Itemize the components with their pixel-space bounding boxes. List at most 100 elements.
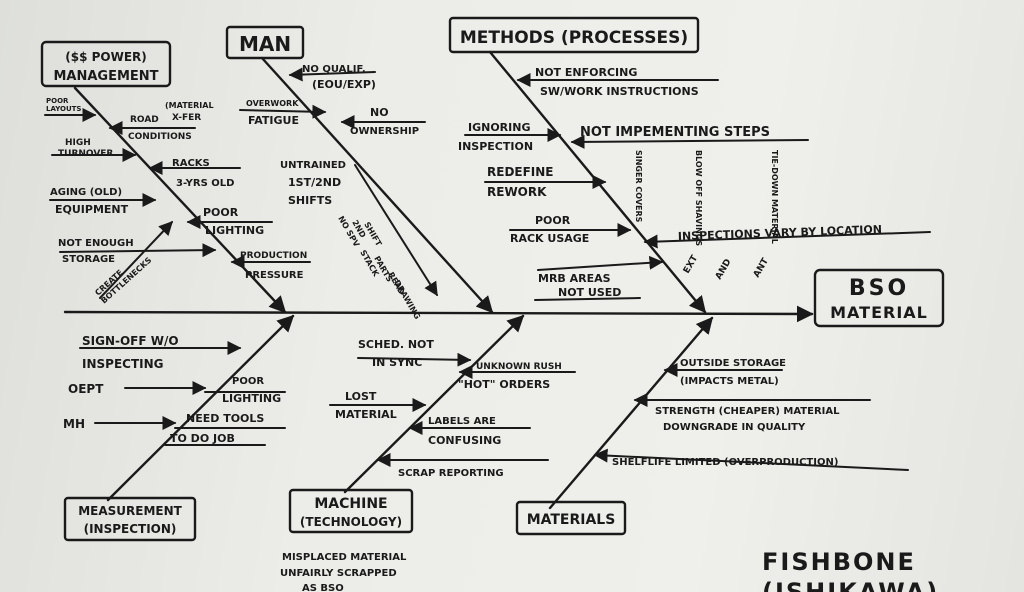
cause-untrained-l1: UNTRAINED — [280, 160, 346, 171]
arrow-overwork — [239, 104, 327, 119]
category-man: MAN — [239, 32, 291, 56]
cause-lighting-l1: POOR — [203, 206, 239, 219]
cause-lost-l1: LOST — [345, 390, 377, 403]
bone-materials — [548, 316, 714, 510]
cause-signoff-l1: SIGN-OFF W/O — [82, 334, 179, 348]
cause-shelflife: SHELFLIFE LIMITED (OVERPRODUCTION) — [612, 457, 838, 468]
cause-not-enforcing-l1: NOT ENFORCING — [535, 66, 637, 79]
effect-line2: MATERIAL — [830, 303, 928, 322]
spine-arrow — [63, 305, 814, 323]
cause-ownership-l1: NO — [370, 106, 389, 119]
cause-untrained-l2: 1ST/2ND — [288, 176, 341, 189]
arrow-not-implementing — [570, 134, 809, 149]
box-power — [40, 40, 172, 88]
arrow-mrb — [537, 255, 664, 271]
cause-labels-l1: LABELS ARE — [428, 416, 496, 427]
category-measurement-line2: (INSPECTION) — [84, 522, 177, 536]
category-machine-line1: MACHINE — [314, 496, 387, 512]
cause-redefine-l2: REWORK — [487, 185, 547, 199]
effect-line1: BSO — [849, 276, 909, 301]
cause-misplaced-l2: UNFAIRLY SCRAPPED — [280, 568, 397, 579]
cause-need-tools-l2: TO DO JOB — [170, 432, 235, 445]
category-power-line1: ($$ POWER) — [65, 50, 147, 64]
cause-no-qualif-l1: NO QUALIF. — [302, 64, 366, 75]
cause-storage-l1: NOT ENOUGH — [58, 238, 134, 249]
cause-not-enforcing-l2: SW/WORK INSTRUCTIONS — [540, 85, 699, 98]
cause-overwork-l1: OVERWORK — [246, 99, 299, 108]
cause-step-1: SINGER COVERS — [634, 150, 643, 223]
cause-aging-l2: EQUIPMENT — [55, 203, 129, 216]
cause-mh: MH — [63, 417, 85, 431]
cause-conditions: CONDITIONS — [128, 132, 192, 142]
cause-material-xfer-l2: X-FER — [172, 113, 201, 123]
caption-line2: (ISHIKAWA) — [762, 578, 939, 592]
cause-overwork-l2: FATIGUE — [248, 114, 299, 127]
cause-step-2: BLOW OFF SHAVINGS — [694, 150, 703, 246]
box-machine — [288, 488, 414, 534]
cause-need-tools-l1: NEED TOOLS — [186, 412, 264, 425]
cause-outside-l2: (IMPACTS METAL) — [680, 376, 779, 387]
cause-poor-rack-l2: RACK USAGE — [510, 232, 589, 245]
box-materials — [515, 500, 627, 536]
cause-high-turnover-l1: HIGH — [65, 138, 91, 148]
arrow-untrained — [354, 164, 438, 297]
cause-labels-l2: CONFUSING — [428, 434, 501, 447]
cause-not-implementing: NOT IMPEMENTING STEPS — [580, 125, 770, 140]
arrow-inspections-vary — [643, 231, 931, 249]
cause-mrb-l1: MRB AREAS — [538, 272, 611, 285]
arrow-no-qualif — [288, 67, 376, 82]
cause-production-l2: PRESSURE — [245, 270, 304, 281]
cause-ignoring-l1: IGNORING — [468, 121, 530, 134]
caption-line1: FISHBONE — [762, 548, 916, 576]
cause-poor-rack-l1: POOR — [535, 214, 571, 227]
box-effect — [813, 268, 945, 328]
cause-racks-l2: 3-YRS OLD — [176, 178, 234, 189]
arrow-bottlenecks — [99, 220, 173, 299]
cause-lighting-l2: LIGHTING — [205, 224, 264, 237]
cause-material-xfer-l1: (MATERIAL — [165, 101, 214, 110]
bone-measurement — [106, 314, 295, 502]
cause-redefine-l1: REDEFINE — [487, 165, 554, 179]
cause-location-1: EXT — [682, 253, 701, 275]
box-measurement — [63, 496, 197, 542]
cause-mrb-l2: NOT USED — [558, 286, 621, 299]
cause-untrained-l3: SHIFTS — [288, 194, 332, 207]
cause-storage-l2: STORAGE — [62, 254, 115, 265]
cause-high-turnover-l2: TURNOVER — [58, 149, 113, 159]
cause-lost-l2: MATERIAL — [335, 408, 397, 421]
cause-ignoring-l2: INSPECTION — [458, 140, 533, 153]
cause-location-2: AND — [714, 257, 734, 281]
cause-misplaced-l1: MISPLACED MATERIAL — [282, 552, 407, 563]
cause-step-3: TIE-DOWN MATERIAL — [770, 150, 779, 244]
category-machine-line2: (TECHNOLOGY) — [300, 515, 402, 529]
cause-sched-l1: SCHED. NOT — [358, 338, 434, 351]
cause-strength-l1: STRENGTH (CHEAPER) MATERIAL — [655, 406, 840, 417]
cause-production-l1: PRODUCTION — [240, 251, 307, 261]
cause-ownership-l2: OWNERSHIP — [350, 126, 419, 137]
cause-aging-l1: AGING (OLD) — [50, 187, 122, 198]
arrow-sched — [357, 352, 472, 367]
cause-poor-layouts-l1: POOR — [46, 97, 69, 105]
cause-read-drawing-l2: DRAWING — [392, 279, 422, 321]
cause-poor-lighting-m-l1: POOR — [232, 376, 264, 387]
cause-misplaced-l3: AS BSO — [302, 583, 344, 592]
cause-no-qualif-l2: (EOU/EXP) — [312, 78, 376, 91]
arrow-storage — [59, 243, 217, 258]
category-power-line2: MANAGEMENT — [53, 69, 158, 84]
cause-unknown-rush-l2: "HOT" ORDERS — [458, 378, 550, 391]
cause-unknown-rush-l1: UNKNOWN RUSH — [476, 362, 562, 372]
category-materials: MATERIALS — [527, 512, 616, 528]
cause-poor-lighting-m-l2: LIGHTING — [222, 392, 281, 405]
cause-signoff-l2: INSPECTING — [82, 357, 164, 371]
cause-location-3: ANT — [752, 256, 771, 280]
arrow-shelflife — [593, 448, 909, 471]
cause-outside-l1: OUTSIDE STORAGE — [680, 358, 786, 369]
cause-oept: OEPT — [68, 382, 104, 396]
cause-poor-layouts-l2: LAYOUTS — [46, 105, 81, 113]
box-man — [225, 25, 305, 60]
cause-racks-l1: RACKS — [172, 158, 210, 169]
bone-man — [260, 56, 494, 314]
underline-mrb — [534, 297, 641, 301]
